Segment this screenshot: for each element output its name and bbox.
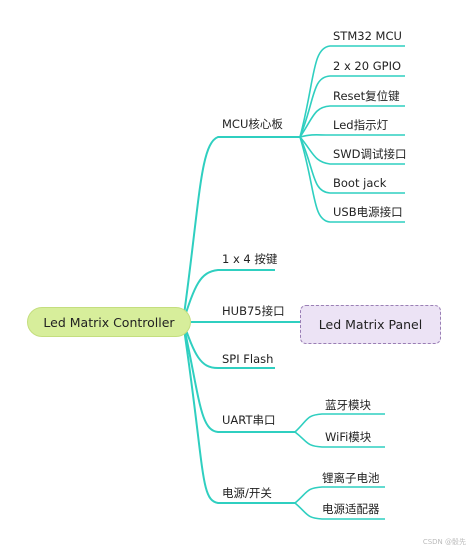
branch-mcu: MCU核心板 — [222, 117, 283, 131]
link-power-2 — [294, 502, 385, 520]
power-child: 电源适配器 — [322, 502, 380, 516]
link-root-keys — [182, 269, 275, 323]
floating-node-led-matrix-panel: Led Matrix Panel — [300, 305, 441, 344]
link-root-uart — [182, 321, 295, 433]
mcu-child: 2 x 20 GPIO — [333, 59, 402, 73]
link-mcu-3 — [299, 105, 405, 138]
branch-uart: UART串口 — [222, 413, 276, 427]
branch-keys: 1 x 4 按键 — [222, 252, 278, 266]
branch-power: 电源/开关 — [222, 486, 272, 500]
mcu-child: Reset复位键 — [333, 89, 400, 103]
link-mcu-2 — [299, 75, 405, 138]
mcu-child: Boot jack — [333, 176, 387, 190]
mcu-child: USB电源接口 — [333, 205, 403, 219]
link-mcu-5 — [299, 136, 405, 165]
link-mcu-6 — [299, 136, 405, 194]
link-power-1 — [294, 486, 385, 504]
link-uart-2 — [294, 431, 385, 448]
link-mcu-1 — [299, 45, 405, 138]
link-root-power — [182, 321, 295, 504]
link-mcu-7 — [299, 136, 405, 223]
root-node: Led Matrix Controller — [27, 307, 191, 337]
link-mcu-4 — [299, 134, 405, 138]
mcu-child: SWD调试接口 — [333, 147, 407, 161]
branch-hub75: HUB75接口 — [222, 304, 285, 318]
watermark: CSDN @骰先 — [422, 538, 466, 546]
link-uart-1 — [294, 413, 385, 433]
branch-spi: SPI Flash — [222, 352, 274, 366]
link-root-mcu — [182, 136, 300, 323]
uart-child: WiFi模块 — [325, 430, 372, 444]
mcu-child: STM32 MCU — [333, 29, 402, 43]
mcu-child: Led指示灯 — [333, 118, 389, 132]
uart-child: 蓝牙模块 — [325, 398, 371, 412]
power-child: 锂离子电池 — [322, 471, 380, 485]
